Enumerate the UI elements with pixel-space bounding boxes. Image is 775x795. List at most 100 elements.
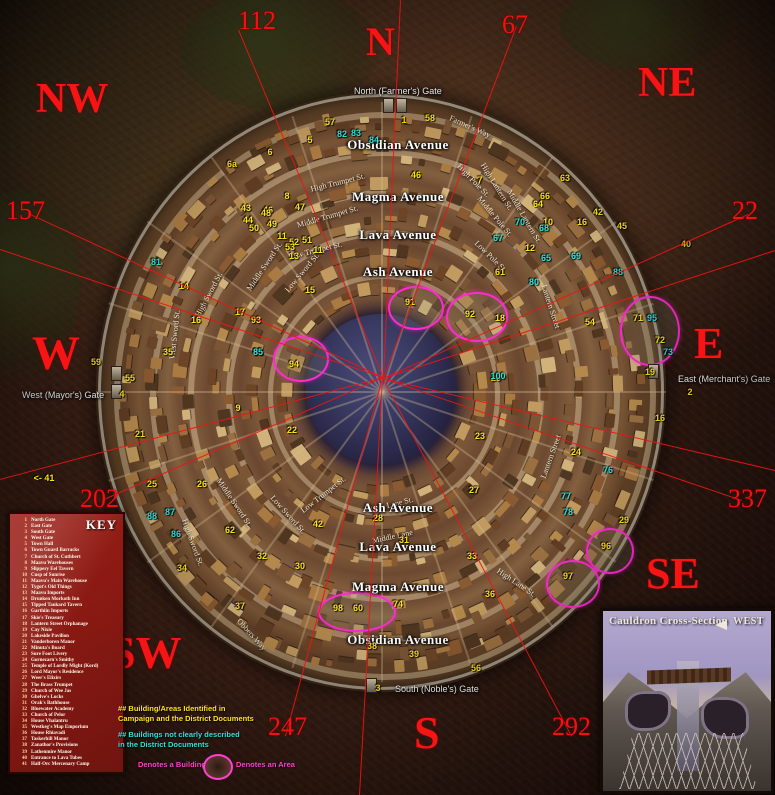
- building-marker-number[interactable]: 71: [632, 313, 644, 323]
- building-marker-number[interactable]: 48: [260, 208, 272, 218]
- building-marker-number[interactable]: 4: [119, 389, 125, 399]
- building-marker-number[interactable]: 27: [468, 485, 480, 495]
- building-marker-number[interactable]: 72: [654, 335, 666, 345]
- building-marker-number[interactable]: 73: [662, 347, 674, 357]
- building-marker-number[interactable]: 7: [477, 175, 483, 185]
- building-marker-number[interactable]: 96: [600, 541, 612, 551]
- building-marker-number[interactable]: 22: [286, 425, 298, 435]
- building-marker-number[interactable]: 63: [559, 173, 571, 183]
- building-marker-number[interactable]: 30: [294, 561, 306, 571]
- building-marker-number[interactable]: 62: [224, 525, 236, 535]
- building-marker-number[interactable]: 32: [256, 551, 268, 561]
- building-marker-number[interactable]: 58: [424, 113, 436, 123]
- building-marker-number[interactable]: 5: [307, 135, 313, 145]
- building-marker-number[interactable]: 12: [524, 243, 536, 253]
- building-marker-number[interactable]: 94: [288, 359, 300, 369]
- building-marker-number[interactable]: 42: [312, 519, 324, 529]
- building-marker-number[interactable]: 26: [196, 479, 208, 489]
- building-marker-number[interactable]: 23: [474, 431, 486, 441]
- building-marker-number[interactable]: 11: [277, 231, 287, 241]
- building-marker-number[interactable]: 88: [146, 511, 158, 521]
- building-marker-number[interactable]: 92: [464, 309, 476, 319]
- building-marker-number[interactable]: 13: [288, 251, 300, 261]
- building-marker-number[interactable]: 78: [562, 507, 574, 517]
- building-marker-number[interactable]: 46: [410, 170, 422, 180]
- building-marker-number[interactable]: 85: [252, 347, 264, 357]
- building-marker-number[interactable]: 6a: [226, 159, 238, 169]
- building-marker-number[interactable]: 68: [538, 223, 550, 233]
- building-marker-number[interactable]: 60: [352, 603, 364, 613]
- building-marker-number[interactable]: 50: [248, 223, 260, 233]
- building-marker-number[interactable]: 42: [592, 207, 604, 217]
- building-marker-number[interactable]: 61: [494, 267, 506, 277]
- building-marker-number[interactable]: 6: [267, 147, 273, 157]
- building-marker-number[interactable]: 16: [576, 217, 588, 227]
- building-marker-number[interactable]: 2: [687, 387, 693, 397]
- building-marker-number[interactable]: 43: [240, 203, 252, 213]
- building-marker-number[interactable]: 21: [134, 429, 146, 439]
- building-marker-number[interactable]: 8: [284, 191, 290, 201]
- building-marker-number[interactable]: 64: [532, 199, 544, 209]
- building-marker-number[interactable]: 38: [366, 641, 378, 651]
- building-marker-number[interactable]: 16: [654, 413, 666, 423]
- building-marker-number[interactable]: 34: [176, 563, 188, 573]
- building-marker-number[interactable]: 97: [562, 571, 574, 581]
- building-marker-number[interactable]: 49: [266, 219, 278, 229]
- building-marker-number[interactable]: 3: [375, 683, 381, 693]
- building-marker-number[interactable]: 77: [560, 491, 572, 501]
- building-marker-number[interactable]: 56: [470, 663, 482, 673]
- building-marker-number[interactable]: 80: [528, 277, 540, 287]
- building-marker-number[interactable]: 67: [492, 233, 504, 243]
- building-marker-number[interactable]: 69: [570, 251, 582, 261]
- building-marker-number[interactable]: 51: [301, 235, 313, 245]
- building-marker-number[interactable]: 87: [164, 507, 176, 517]
- building-marker-number[interactable]: 18: [494, 313, 506, 323]
- building-marker-number[interactable]: 55: [124, 373, 136, 383]
- building-marker-number[interactable]: 95: [646, 313, 658, 323]
- building-marker-number[interactable]: 84: [368, 135, 380, 145]
- building-marker-number[interactable]: 24: [570, 447, 582, 457]
- building-marker-number[interactable]: 11: [313, 245, 323, 255]
- building-marker-number[interactable]: 86: [170, 529, 182, 539]
- building-marker-number[interactable]: 76: [602, 465, 614, 475]
- building-marker-number[interactable]: 37: [234, 601, 246, 611]
- building-marker-number[interactable]: 70: [514, 217, 526, 227]
- building-marker-number[interactable]: 9: [235, 403, 241, 413]
- building-marker-number[interactable]: 1: [401, 115, 407, 125]
- building-marker-number[interactable]: 59: [90, 357, 102, 367]
- building-marker-number[interactable]: 31: [398, 535, 410, 545]
